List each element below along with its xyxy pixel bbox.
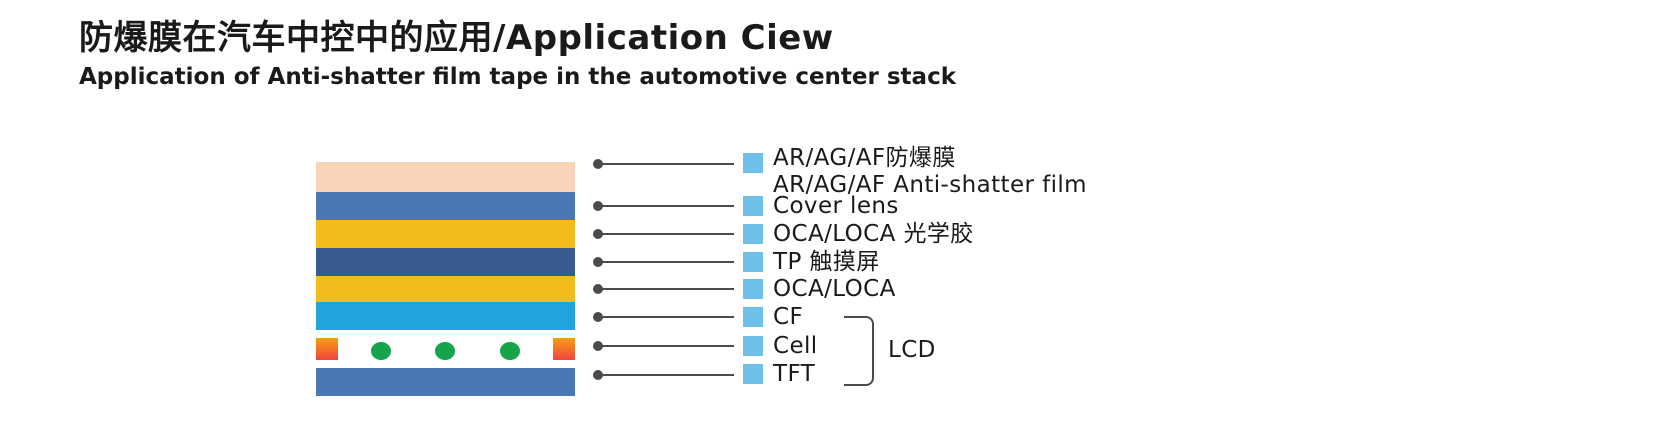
legend-marker	[743, 307, 763, 327]
label-tft: TFT	[773, 361, 816, 387]
layer-tp	[316, 248, 575, 276]
label-anti-shatter-film: AR/AG/AF防爆膜 AR/AG/AF Anti-shatter film	[773, 145, 1087, 199]
label-oca-bottom: OCA/LOCA	[773, 276, 896, 302]
layer-cover-lens	[316, 192, 575, 220]
spacer-dot	[500, 342, 520, 360]
label-anti-shatter-film-cn: AR/AG/AF防爆膜	[773, 145, 956, 171]
label-tp: TP 触摸屏	[773, 249, 880, 275]
layer-anti-shatter-film	[316, 162, 575, 192]
legend-marker	[743, 336, 763, 356]
layer-cf	[316, 302, 575, 330]
page-subtitle: Application of Anti-shatter film tape in…	[79, 64, 956, 90]
page-title: 防爆膜在汽车中控中的应用/Application Ciew	[79, 18, 834, 58]
layer-tft	[316, 368, 575, 396]
connector-line	[593, 341, 734, 351]
connector-line	[593, 229, 734, 239]
legend-marker	[743, 153, 763, 173]
legend-marker	[743, 252, 763, 272]
cell-seal-left	[316, 338, 338, 360]
lcd-bracket	[844, 316, 874, 386]
legend-marker	[743, 364, 763, 384]
label-cell: Cell	[773, 333, 818, 359]
legend-marker	[743, 196, 763, 216]
spacer-dot	[371, 342, 391, 360]
label-anti-shatter-film-en: AR/AG/AF Anti-shatter film	[773, 172, 1087, 198]
legend-marker	[743, 224, 763, 244]
label-cover-lens: Cover lens	[773, 193, 899, 219]
connector-line	[593, 312, 734, 322]
connector-line	[593, 159, 734, 169]
layer-oca-top	[316, 220, 575, 248]
lcd-group-label: LCD	[888, 337, 936, 363]
connector-line	[593, 257, 734, 267]
connector-line	[593, 201, 734, 211]
legend-marker	[743, 279, 763, 299]
connector-line	[593, 284, 734, 294]
label-cf: CF	[773, 304, 804, 330]
layer-cell	[316, 338, 575, 364]
layer-stack	[316, 162, 575, 396]
label-oca-top: OCA/LOCA 光学胶	[773, 221, 974, 247]
cell-seal-right	[553, 338, 575, 360]
layer-oca-bottom	[316, 276, 575, 302]
connector-line	[593, 370, 734, 380]
spacer-dot	[435, 342, 455, 360]
